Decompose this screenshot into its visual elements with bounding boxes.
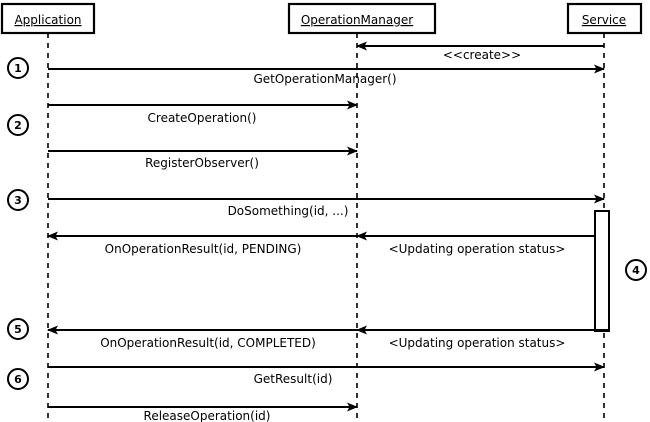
message-label: GetResult(id) [254, 372, 333, 386]
step-marker-3: 3 [7, 189, 29, 211]
message-m2: GetOperationManager() [48, 64, 605, 86]
lifeline-box [566, 2, 643, 35]
lifeline-label: Application [14, 13, 81, 27]
step-marker-1: 1 [7, 57, 29, 79]
step-marker-number: 5 [14, 323, 22, 336]
message-label: RegisterObserver() [145, 156, 259, 170]
message-label: OnOperationResult(id, COMPLETED) [100, 336, 316, 350]
step-marker-circle [7, 318, 29, 340]
service-activation [594, 210, 610, 332]
message-label: DoSomething(id, ...) [228, 204, 349, 218]
activations-layer [594, 210, 610, 332]
step-marker-number: 6 [14, 373, 22, 386]
message-label: <Updating operation status> [389, 242, 566, 256]
message-m11: ReleaseOperation(id) [48, 402, 358, 422]
lifeline-application: Application [0, 2, 96, 422]
step-marker-circle [625, 259, 647, 281]
message-m6: <Updating operation status> [356, 231, 595, 256]
step-marker-5: 5 [7, 318, 29, 340]
step-marker-2: 2 [7, 114, 29, 136]
message-label: CreateOperation() [148, 111, 257, 125]
step-marker-circle [7, 114, 29, 136]
lifeline-label: Service [582, 13, 626, 27]
step-marker-circle [7, 368, 29, 390]
step-marker-number: 2 [14, 119, 22, 132]
step-marker-4: 4 [625, 259, 647, 281]
step-marker-number: 4 [632, 264, 640, 277]
message-m1: <<create>> [356, 41, 604, 62]
message-label: GetOperationManager() [253, 72, 396, 86]
message-m4: RegisterObserver() [48, 146, 358, 170]
step-marker-6: 6 [7, 368, 29, 390]
lifeline-operationmanager: OperationManager [287, 2, 437, 422]
message-m5: DoSomething(id, ...) [48, 194, 605, 218]
message-label: ReleaseOperation(id) [144, 409, 271, 422]
message-m10: GetResult(id) [48, 362, 605, 386]
step-marker-number: 1 [14, 62, 22, 75]
step-marker-circle [7, 189, 29, 211]
step-marker-circle [7, 57, 29, 79]
step-marker-number: 3 [14, 194, 22, 207]
message-m9: OnOperationResult(id, COMPLETED) [47, 325, 357, 350]
messages-layer: <<create>> GetOperationManager() CreateOpe… [47, 41, 609, 422]
message-m3: CreateOperation() [48, 100, 358, 125]
message-label: <Updating operation status> [389, 336, 566, 350]
lifeline-label: OperationManager [301, 13, 413, 27]
message-label: OnOperationResult(id, PENDING) [105, 242, 302, 256]
message-m8: <Updating operation status> [356, 325, 609, 350]
lifeline-box [0, 2, 96, 35]
message-m7: OnOperationResult(id, PENDING) [47, 231, 357, 256]
step-markers-layer: 1 2 3 4 5 6 [7, 57, 647, 390]
message-label: <<create>> [443, 48, 521, 62]
lifeline-box [287, 2, 437, 35]
